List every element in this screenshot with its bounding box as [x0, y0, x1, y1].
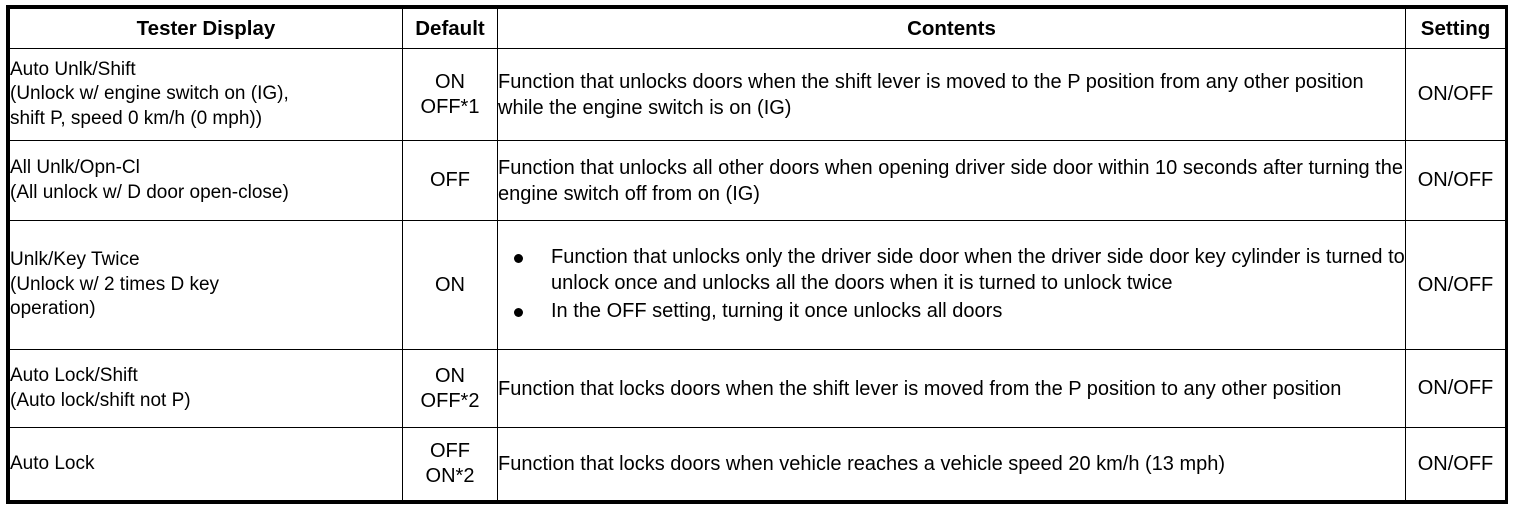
cell-setting: ON/OFF — [1405, 427, 1506, 501]
tester-display-line: (Auto lock/shift not P) — [10, 389, 191, 411]
table-row: Unlk/Key Twice (Unlock w/ 2 times D key … — [9, 220, 1506, 351]
column-header-setting: Setting — [1405, 8, 1506, 49]
cell-contents: Function that locks doors when the shift… — [497, 349, 1406, 429]
cell-contents: Function that unlocks only the driver si… — [497, 220, 1406, 351]
contents-text: Function that unlocks only the driver si… — [551, 246, 1405, 295]
default-value-line: OFF — [430, 440, 470, 463]
default-value-line: ON*2 — [425, 465, 475, 488]
tester-display-line: Auto Lock/Shift — [10, 365, 138, 387]
cell-contents: Function that unlocks all other doors wh… — [497, 140, 1406, 222]
tester-display-line: (Unlock w/ 2 times D key — [10, 273, 220, 295]
cell-contents: Function that locks doors when vehicle r… — [497, 427, 1406, 501]
tester-display-line: Unlk/Key Twice — [10, 249, 140, 271]
list-item: Function that unlocks only the driver si… — [514, 244, 1405, 296]
cell-default: ON — [402, 220, 498, 351]
column-header-contents: Contents — [497, 8, 1406, 49]
column-header-tester-display: Tester Display — [9, 8, 403, 49]
default-value-line: ON — [435, 364, 465, 387]
tester-display-line: operation) — [10, 298, 96, 320]
table-header: Tester Display Default Contents Setting — [9, 8, 1506, 49]
column-header-default: Default — [402, 8, 498, 49]
header-row: Tester Display Default Contents Setting — [9, 8, 1506, 49]
table-body: Auto Unlk/Shift (Unlock w/ engine switch… — [9, 47, 1506, 501]
contents-text: Function that unlocks all other doors wh… — [498, 156, 1403, 205]
contents-text: Function that locks doors when the shift… — [498, 377, 1342, 400]
cell-setting: ON/OFF — [1405, 47, 1506, 142]
cell-tester-display: Auto Lock — [9, 427, 403, 501]
table-row: Auto Unlk/Shift (Unlock w/ engine switch… — [9, 47, 1506, 142]
tester-display-line: Auto Unlk/Shift — [10, 58, 136, 80]
table-row: Auto Lock OFF ON*2 Function that locks d… — [9, 427, 1506, 501]
default-value-line: OFF — [430, 169, 470, 192]
default-value-line: ON — [435, 273, 465, 296]
contents-text: Function that locks doors when vehicle r… — [498, 453, 1226, 476]
list-item: In the OFF setting, turning it once unlo… — [514, 298, 1405, 324]
tester-display-line: (All unlock w/ D door open-close) — [10, 181, 289, 203]
table-row: All Unlk/Opn-Cl (All unlock w/ D door op… — [9, 140, 1506, 222]
cell-default: ON OFF*1 — [402, 47, 498, 142]
bullet-icon — [514, 308, 523, 318]
contents-bullet-list: Function that unlocks only the driver si… — [498, 244, 1405, 324]
cell-setting: ON/OFF — [1405, 140, 1506, 222]
spec-table-container: Tester Display Default Contents Setting … — [6, 5, 1508, 504]
default-value-line: OFF*2 — [420, 389, 480, 412]
bullet-icon — [514, 254, 523, 264]
contents-text: Function that unlocks doors when the shi… — [498, 70, 1364, 119]
cell-tester-display: Unlk/Key Twice (Unlock w/ 2 times D key … — [9, 220, 403, 351]
cell-setting: ON/OFF — [1405, 220, 1506, 351]
default-value-line: ON — [435, 70, 465, 93]
cell-default: OFF — [402, 140, 498, 222]
cell-contents: Function that unlocks doors when the shi… — [497, 47, 1406, 142]
table-row: Auto Lock/Shift (Auto lock/shift not P) … — [9, 349, 1506, 429]
cell-default: OFF ON*2 — [402, 427, 498, 501]
tester-display-line: Auto Lock — [10, 452, 95, 474]
cell-tester-display: All Unlk/Opn-Cl (All unlock w/ D door op… — [9, 140, 403, 222]
tester-display-line: (Unlock w/ engine switch on (IG), — [10, 83, 289, 105]
tester-display-line: All Unlk/Opn-Cl — [10, 157, 140, 179]
cell-setting: ON/OFF — [1405, 349, 1506, 429]
cell-tester-display: Auto Unlk/Shift (Unlock w/ engine switch… — [9, 47, 403, 142]
cell-tester-display: Auto Lock/Shift (Auto lock/shift not P) — [9, 349, 403, 429]
contents-text: In the OFF setting, turning it once unlo… — [551, 300, 1003, 323]
tester-display-line: shift P, speed 0 km/h (0 mph)) — [10, 107, 263, 129]
default-value-line: OFF*1 — [420, 95, 480, 118]
cell-default: ON OFF*2 — [402, 349, 498, 429]
door-lock-settings-table: Tester Display Default Contents Setting … — [9, 8, 1506, 501]
